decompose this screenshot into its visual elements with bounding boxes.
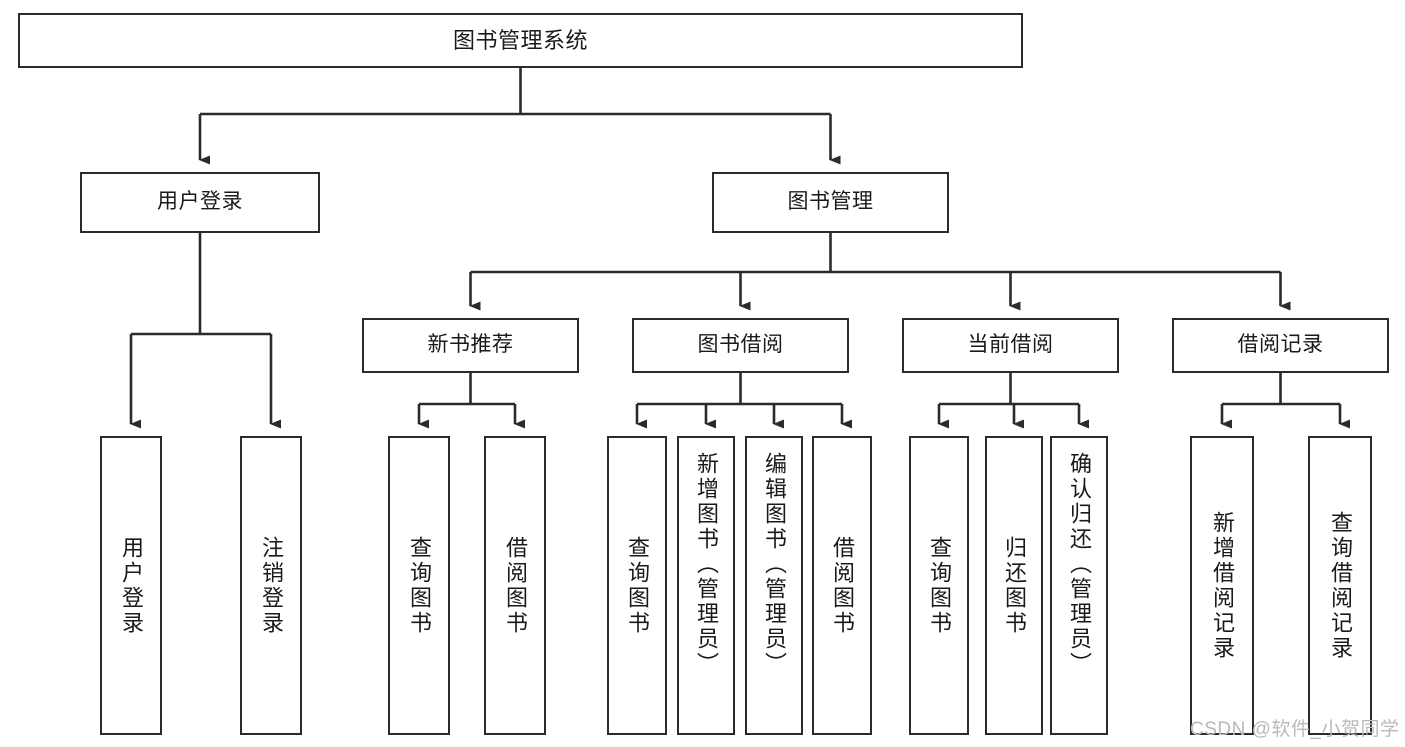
node-l-add-book[interactable]: 新增图书（管理员）	[677, 436, 735, 735]
node-label: 查询图书	[927, 535, 952, 636]
node-l-borrow-book-2[interactable]: 借阅图书	[812, 436, 872, 735]
node-n-new-book-rec[interactable]: 新书推荐	[362, 318, 579, 373]
node-n-current-loan[interactable]: 当前借阅	[902, 318, 1119, 373]
node-l-user-logout[interactable]: 注销登录	[240, 436, 302, 735]
node-label: 归还图书	[1002, 535, 1027, 636]
node-label: 用户登录	[157, 190, 243, 214]
node-label: 图书管理	[787, 190, 874, 214]
node-label: 借阅图书	[830, 535, 855, 636]
node-l-edit-book[interactable]: 编辑图书（管理员）	[745, 436, 803, 735]
node-l-query-book-3[interactable]: 查询图书	[909, 436, 969, 735]
node-l-confirm-return[interactable]: 确认归还（管理员）	[1050, 436, 1108, 735]
node-l-return-book[interactable]: 归还图书	[985, 436, 1043, 735]
node-l-add-record[interactable]: 新增借阅记录	[1190, 436, 1254, 735]
node-label: 当前借阅	[967, 333, 1054, 357]
node-label: 确认归还（管理员）	[1067, 452, 1092, 677]
node-label: 借阅图书	[503, 535, 528, 636]
node-l-query-book-2[interactable]: 查询图书	[607, 436, 667, 735]
node-label: 图书借阅	[697, 333, 784, 357]
node-label: 编辑图书（管理员）	[762, 452, 787, 677]
node-n-loan-record[interactable]: 借阅记录	[1172, 318, 1389, 373]
node-label: 新书推荐	[427, 333, 514, 357]
csdn-watermark: CSDN @软件_小贺同学	[1190, 719, 1400, 740]
node-l-query-record[interactable]: 查询借阅记录	[1308, 436, 1372, 735]
node-label: 用户登录	[119, 535, 144, 636]
node-l-borrow-book-1[interactable]: 借阅图书	[484, 436, 546, 735]
node-label: 借阅记录	[1237, 333, 1324, 357]
node-label: 查询图书	[407, 535, 432, 636]
node-l-user-login[interactable]: 用户登录	[100, 436, 162, 735]
node-label: 新增借阅记录	[1210, 510, 1235, 661]
node-l-query-book-1[interactable]: 查询图书	[388, 436, 450, 735]
node-label: 图书管理系统	[452, 27, 588, 53]
node-label: 新增图书（管理员）	[694, 452, 719, 677]
node-root[interactable]: 图书管理系统	[18, 13, 1023, 68]
node-n-book-manage[interactable]: 图书管理	[712, 172, 949, 233]
node-label: 查询图书	[625, 535, 650, 636]
node-n-book-borrow[interactable]: 图书借阅	[632, 318, 849, 373]
node-label: 查询借阅记录	[1328, 510, 1353, 661]
node-label: 注销登录	[259, 535, 284, 636]
node-n-user-login[interactable]: 用户登录	[80, 172, 320, 233]
